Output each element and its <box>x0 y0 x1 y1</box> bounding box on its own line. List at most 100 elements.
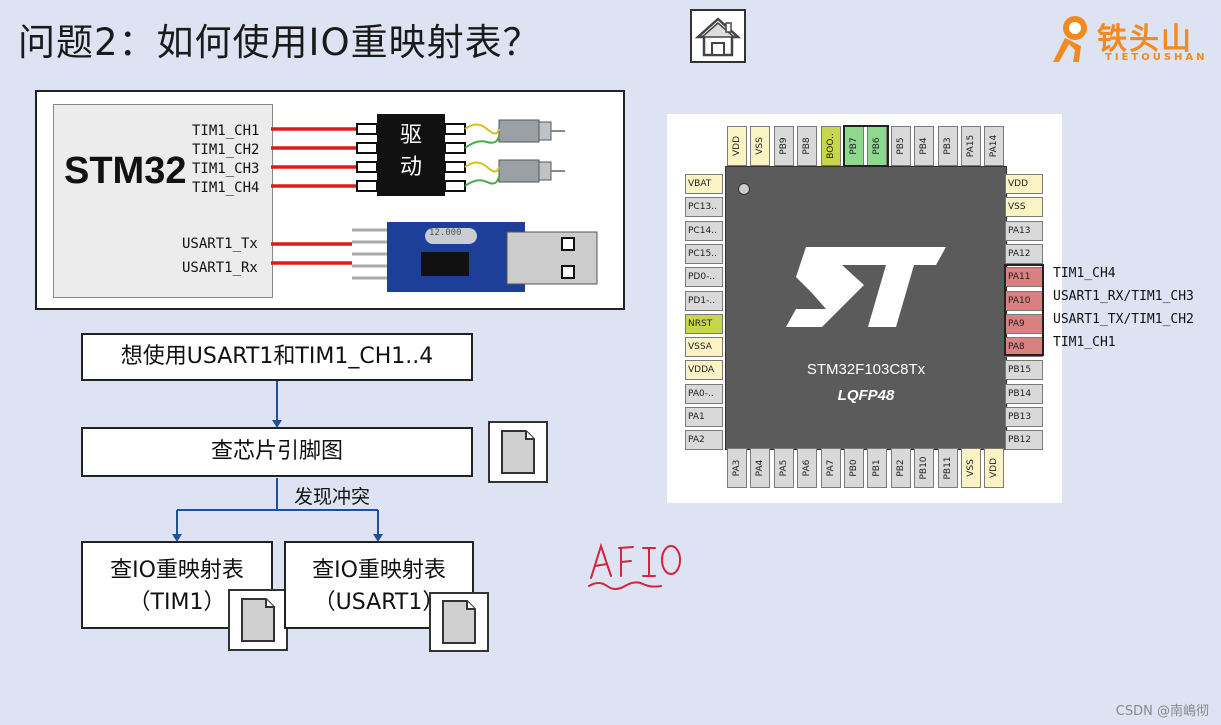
pin-label: VDD <box>989 457 1000 479</box>
pin-top-pb4: PB4 <box>914 126 935 166</box>
pin-bottom-pa3: PA3 <box>727 448 747 488</box>
pin-label: PB9 <box>778 137 789 155</box>
pin-label: BOO.. <box>825 133 836 159</box>
remap-usart1-doc-button[interactable] <box>429 592 489 652</box>
driver-label-2: 动 <box>399 155 422 180</box>
pin-left-pd0: PD0-.. <box>685 267 723 288</box>
pin-left-vbat: VBAT <box>685 174 723 194</box>
remap-tim1-subtitle: （TIM1） <box>128 590 226 615</box>
driver-chip: 驱 动 <box>377 114 445 196</box>
pin-top-pa15: PA15 <box>961 126 981 166</box>
pin-bottom-pb2: PB2 <box>890 448 911 488</box>
pin-label: PA8 <box>1008 342 1025 353</box>
pin-left-pc13: PC13.. <box>685 197 723 218</box>
pin-left-vdda: VDDA <box>685 360 723 381</box>
chip-body: STM32F103C8Tx LQFP48 <box>725 166 1007 450</box>
watermark: CSDN @南嶋彻 <box>1115 704 1209 719</box>
remap-tim1-doc-button[interactable] <box>228 589 288 651</box>
pinout-doc-button[interactable] <box>488 421 548 483</box>
pin-label-tim1-ch1: TIM1_CH1 <box>192 123 260 139</box>
document-icon <box>241 598 275 642</box>
pin-right-pb14: PB14 <box>1005 383 1043 404</box>
pin-label: PB10 <box>919 456 930 480</box>
motor-bottom <box>464 159 565 187</box>
pin-label: PD1-.. <box>688 295 716 306</box>
logo-text: 铁头山 <box>1097 22 1193 57</box>
pin-label: PB8 <box>802 137 813 155</box>
pin-top-vdd: VDD <box>727 126 747 166</box>
pin-label: PB1 <box>872 459 883 477</box>
pb6-pb7-highlight <box>843 125 889 167</box>
pin-label: PA11 <box>1008 272 1031 283</box>
chip-pinout-panel: STM32F103C8Tx LQFP48 VBAT PC13.. PC14.. PC1… <box>667 114 1062 503</box>
pin-label: PC14.. <box>688 225 717 236</box>
pin-right-pb15: PB15 <box>1005 360 1043 381</box>
brand-logo: 铁头山 TIETOUSHAN <box>1045 10 1221 70</box>
pin-label: PB11 <box>942 456 953 480</box>
remap-tim1-title: 查IO重映射表 <box>110 558 244 583</box>
home-button[interactable] <box>690 9 746 63</box>
pin-bottom-vdd: VDD <box>984 448 1005 488</box>
st-logo-icon <box>786 247 946 327</box>
pin-label: PA12 <box>1008 248 1031 259</box>
conflict-label: 发现冲突 <box>294 486 371 508</box>
chip-name: STM32F103C8Tx <box>806 361 926 378</box>
pin-label: PC15.. <box>688 248 717 259</box>
pa8-function: TIM1_CH1 <box>1053 335 1116 350</box>
pin-label: PB4 <box>919 137 930 155</box>
pin-left-pc14: PC14.. <box>685 220 723 241</box>
pin-bottom-pa5: PA5 <box>773 448 794 488</box>
pin-right-pb12: PB12 <box>1005 430 1043 451</box>
pa9-function: USART1_TX/TIM1_CH2 <box>1053 312 1194 327</box>
module-crystal-label: 12.000 <box>429 228 462 238</box>
pin-label: PA4 <box>755 459 766 477</box>
pa10-function: USART1_RX/TIM1_CH3 <box>1053 289 1194 304</box>
usb-ttl-module <box>352 222 598 292</box>
pin-label: VSS <box>1008 202 1026 213</box>
remap-usart1-title: 查IO重映射表 <box>312 558 446 583</box>
pin-label: VSS <box>755 137 766 155</box>
pin-left-pa1: PA1 <box>685 407 723 427</box>
pin-label: PA0-.. <box>688 388 714 399</box>
pin-label: PD0-.. <box>688 272 716 283</box>
pin-label: PB0 <box>849 459 859 477</box>
pa8-pa11-highlight <box>1004 264 1044 356</box>
pin-label-tim1-ch3: TIM1_CH3 <box>192 161 260 177</box>
pin-bottom-pa6: PA6 <box>797 448 818 488</box>
pin-label-usart1-rx: USART1_Rx <box>182 260 258 276</box>
pin-left-pc15: PC15.. <box>685 243 723 264</box>
pin-label: PB14 <box>1008 388 1032 399</box>
home-icon <box>694 17 742 57</box>
pin-label: PA15 <box>966 134 976 158</box>
hardware-schematic: STM32 TIM1_CH1 TIM1_CH2 TIM1_CH3 TIM1_CH… <box>35 90 625 310</box>
pin-top-pa14: PA14 <box>984 126 1005 166</box>
pin-label: PB12 <box>1008 435 1032 446</box>
pin-label: VSS <box>966 459 976 477</box>
motor-top <box>464 119 565 149</box>
pin-label: PB2 <box>895 459 906 477</box>
pin-label: VDDA <box>688 365 715 376</box>
flow-step-1: 想使用USART1和TIM1_CH1..4 <box>81 333 473 381</box>
pin-label-tim1-ch4: TIM1_CH4 <box>192 180 260 196</box>
pin-label-usart1-tx: USART1_Tx <box>182 236 258 252</box>
pin-label: VBAT <box>688 179 712 189</box>
pin-top-pb9: PB9 <box>773 126 794 166</box>
pin-bottom-pa4: PA4 <box>750 448 771 488</box>
pin-label: PC13.. <box>688 202 717 213</box>
pin-label: VSSA <box>688 342 712 353</box>
pin-bottom-pa7: PA7 <box>820 448 841 488</box>
pin-label: PA3 <box>732 459 742 477</box>
pin-label: PA13 <box>1008 225 1031 236</box>
mcu-label: STM32 <box>64 150 187 192</box>
pin-label: PB13 <box>1008 412 1032 422</box>
remap-usart1-subtitle: （USART1） <box>313 590 445 615</box>
flow-arrows <box>172 380 383 542</box>
chip-package: LQFP48 <box>837 387 895 404</box>
page-title: 问题2：如何使用IO重映射表？ <box>18 21 541 64</box>
document-icon <box>442 600 476 644</box>
pin-top-boo: BOO.. <box>820 126 841 166</box>
pin-left-vssa: VSSA <box>685 337 723 358</box>
pin-top-pb8: PB8 <box>797 126 818 166</box>
pin-label-tim1-ch2: TIM1_CH2 <box>192 142 260 158</box>
pin-right-pa13: PA13 <box>1005 220 1043 241</box>
